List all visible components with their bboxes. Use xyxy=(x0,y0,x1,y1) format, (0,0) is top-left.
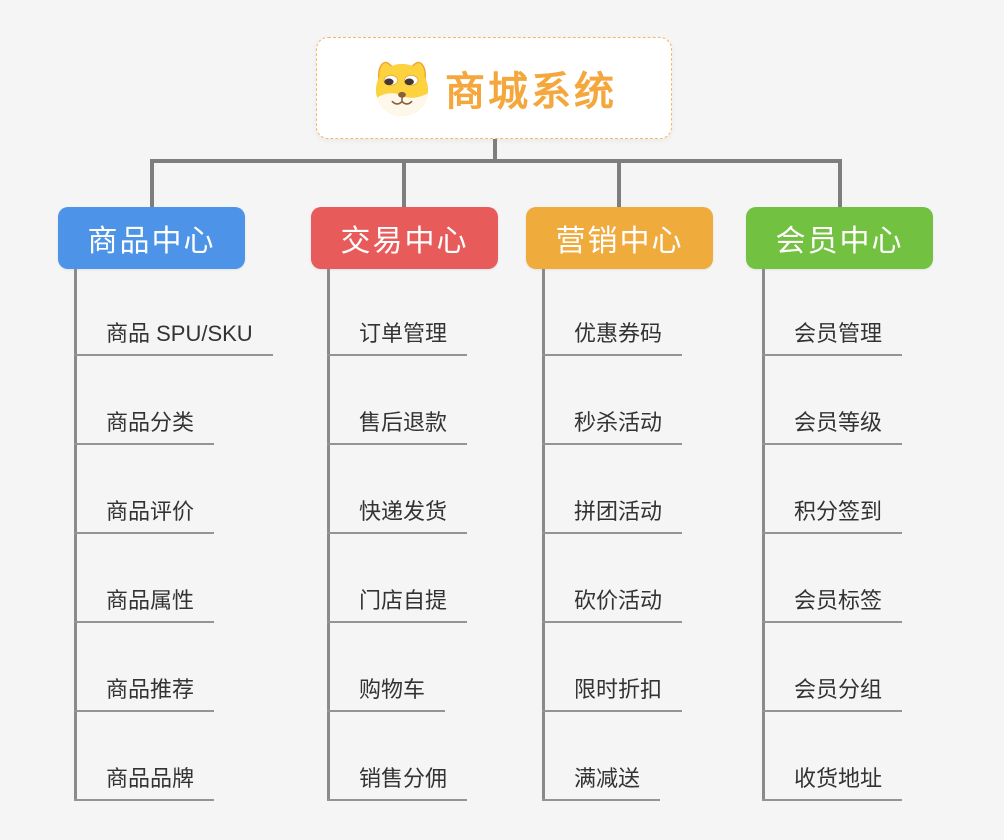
branch-column-member: 会员中心 会员管理 会员等级 积分签到 会员标签 会员分组 收货地址 xyxy=(746,0,1004,840)
column-connector-line xyxy=(74,269,77,801)
branch-drop-line-3 xyxy=(617,159,621,207)
leaf-item[interactable]: 门店自提 xyxy=(327,586,468,623)
leaf-item[interactable]: 购物车 xyxy=(327,675,446,712)
leaf-item[interactable]: 商品分类 xyxy=(74,408,215,445)
column-connector-line xyxy=(327,269,330,801)
branch-box-trade-center[interactable]: 交易中心 xyxy=(311,207,498,269)
dog-face-icon xyxy=(371,59,433,117)
leaf-item[interactable]: 会员管理 xyxy=(762,319,903,356)
branch-drop-line-4 xyxy=(838,159,842,207)
leaf-item[interactable]: 收货地址 xyxy=(762,764,903,801)
branch-box-marketing-center[interactable]: 营销中心 xyxy=(526,207,713,269)
leaf-item[interactable]: 优惠券码 xyxy=(542,319,683,356)
leaf-item[interactable]: 商品品牌 xyxy=(74,764,215,801)
branch-horizontal-line xyxy=(150,159,842,163)
branch-box-goods-center[interactable]: 商品中心 xyxy=(58,207,245,269)
leaf-item[interactable]: 商品评价 xyxy=(74,497,215,534)
leaf-item[interactable]: 售后退款 xyxy=(327,408,468,445)
leaf-item[interactable]: 会员分组 xyxy=(762,675,903,712)
root-stem-line xyxy=(493,139,497,161)
leaf-item[interactable]: 商品属性 xyxy=(74,586,215,623)
branch-drop-line-2 xyxy=(402,159,406,207)
leaf-item[interactable]: 限时折扣 xyxy=(542,675,683,712)
leaf-item[interactable]: 商品推荐 xyxy=(74,675,215,712)
leaf-item[interactable]: 销售分佣 xyxy=(327,764,468,801)
leaf-item[interactable]: 满减送 xyxy=(542,764,661,801)
branch-column-marketing: 营销中心 优惠券码 秒杀活动 拼团活动 砍价活动 限时折扣 满减送 xyxy=(526,0,788,840)
column-connector-line xyxy=(542,269,545,801)
leaf-item[interactable]: 商品 SPU/SKU xyxy=(74,319,273,356)
leaf-item[interactable]: 秒杀活动 xyxy=(542,408,683,445)
leaf-item[interactable]: 积分签到 xyxy=(762,497,903,534)
root-title: 商城系统 xyxy=(445,70,617,114)
leaf-item[interactable]: 会员等级 xyxy=(762,408,903,445)
branch-column-trade: 交易中心 订单管理 售后退款 快递发货 门店自提 购物车 销售分佣 xyxy=(311,0,573,840)
leaf-item[interactable]: 快递发货 xyxy=(327,497,468,534)
branch-box-member-center[interactable]: 会员中心 xyxy=(746,207,933,269)
branch-drop-line-1 xyxy=(150,159,154,207)
branch-column-goods: 商品中心 商品 SPU/SKU 商品分类 商品评价 商品属性 商品推荐 商品品牌 xyxy=(58,0,320,840)
leaf-item[interactable]: 砍价活动 xyxy=(542,586,683,623)
leaf-item[interactable]: 会员标签 xyxy=(762,586,903,623)
column-connector-line xyxy=(762,269,765,801)
leaf-item[interactable]: 拼团活动 xyxy=(542,497,683,534)
leaf-item[interactable]: 订单管理 xyxy=(327,319,468,356)
root-node[interactable]: 商城系统 xyxy=(316,37,672,139)
